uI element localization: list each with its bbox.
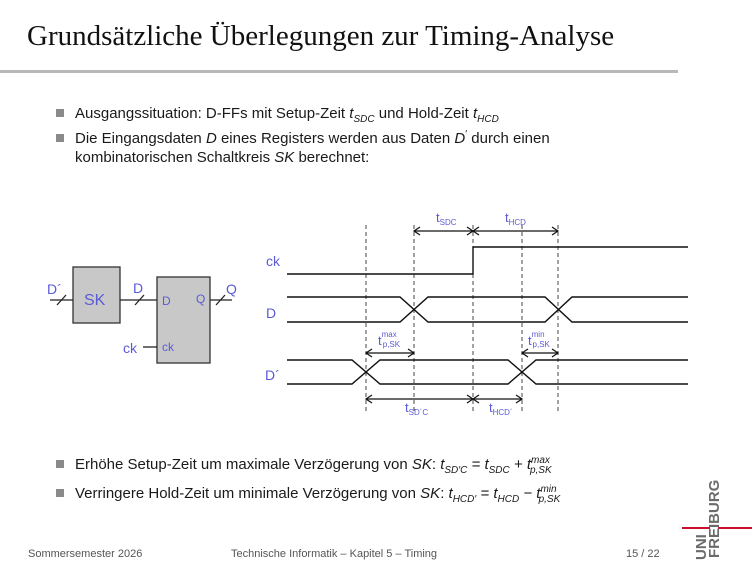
var-d-prime: D [454, 130, 466, 147]
bullet-square-icon [56, 460, 64, 468]
t-sdpc-label: tSD´C [405, 400, 428, 417]
bullet-text: eines Registers werden aus Daten [216, 130, 455, 147]
bullet-text: berechnet: [294, 149, 370, 166]
formula-hold: tHCD′ = tHCD − tminp,SK [448, 484, 561, 505]
university-logo: UNI FREIBURG [682, 480, 752, 560]
bullet-square-icon [56, 489, 64, 497]
d-wire-label: D [133, 280, 143, 296]
bullet-item: Erhöhe Setup-Zeit um maximale Verzögerun… [54, 455, 674, 476]
bullet-square-icon [56, 109, 64, 117]
signal-d-prime-label: D´ [265, 367, 280, 383]
bullet-item: Die Eingangsdaten D eines Registers werd… [54, 129, 674, 167]
title-rule [0, 70, 678, 73]
flipflop-block [156, 276, 211, 364]
t-hcd-label: tHCD [505, 210, 526, 227]
svg-text:UNI: UNI [693, 534, 710, 560]
bullet-list-bottom: Erhöhe Setup-Zeit um maximale Verzögerun… [54, 455, 674, 509]
footer-course: Technische Informatik – Kapitel 5 – Timi… [231, 548, 438, 560]
bullet-item: Ausgangssituation: D-FFs mit Setup-Zeit … [54, 104, 674, 125]
q-output-label: Q [226, 281, 237, 297]
sk-block [72, 266, 121, 324]
var-sk: SK [274, 149, 295, 166]
footer-page-number: 15 / 22 [626, 548, 660, 560]
d-waveform-upper [287, 296, 688, 323]
var-sk: SK [411, 456, 432, 473]
bullet-item: Verringere Hold-Zeit um minimale Verzöge… [54, 484, 674, 505]
var-sk: SK [420, 485, 441, 502]
svg-text:FREIBURG: FREIBURG [706, 480, 723, 558]
bullet-text: durch einen [467, 130, 550, 147]
ff-ck-pin: ck [162, 340, 175, 354]
sub-hcd: HCD [477, 114, 499, 125]
sub-sdc: SDC [353, 114, 375, 125]
bullet-square-icon [56, 134, 64, 142]
bullet-text: : [431, 456, 441, 473]
bullet-text: Ausgangssituation: D-FFs mit Setup-Zeit [75, 105, 350, 122]
slide-title: Grundsätzliche Überlegungen zur Timing-A… [27, 20, 615, 52]
var-t: t [349, 105, 354, 122]
footer-semester: Sommersemester 2026 [28, 548, 143, 560]
ff-d-pin: D [162, 294, 171, 308]
t-sdc-label: tSDC [436, 210, 457, 227]
d-prime-waveform-lower [287, 359, 688, 385]
ck-input-label: ck [123, 340, 138, 356]
bullet-text: kombinatorischen Schaltkreis [75, 149, 275, 166]
var-d: D [205, 130, 217, 147]
bullet-text: Erhöhe Setup-Zeit um maximale Verzögerun… [75, 456, 412, 473]
bullet-text: Verringere Hold-Zeit um minimale Verzöge… [75, 485, 421, 502]
d-waveform-lower [287, 296, 688, 323]
ck-waveform [287, 246, 688, 275]
input-d-prime-label: D´ [47, 281, 62, 297]
bullet-text: Die Eingangsdaten [75, 130, 206, 147]
var-t: t [472, 105, 478, 122]
signal-d-label: D [266, 305, 276, 321]
bullet-text: und Hold-Zeit [374, 105, 473, 122]
ff-q-pin: Q [196, 292, 205, 306]
formula-setup: tSD′C = tSDC + tmaxp,SK [440, 455, 552, 476]
sk-block-label: SK [84, 292, 106, 309]
bullet-text: : [440, 485, 449, 502]
timing-diagram: D´ SK D D Q Q ck ck ck D D´ [47, 210, 688, 417]
bullet-list-top: Ausgangssituation: D-FFs mit Setup-Zeit … [54, 104, 674, 173]
signal-ck-label: ck [266, 253, 281, 269]
d-prime-waveform-upper [287, 359, 688, 385]
t-hcdp-label: tHCD´ [489, 400, 513, 417]
